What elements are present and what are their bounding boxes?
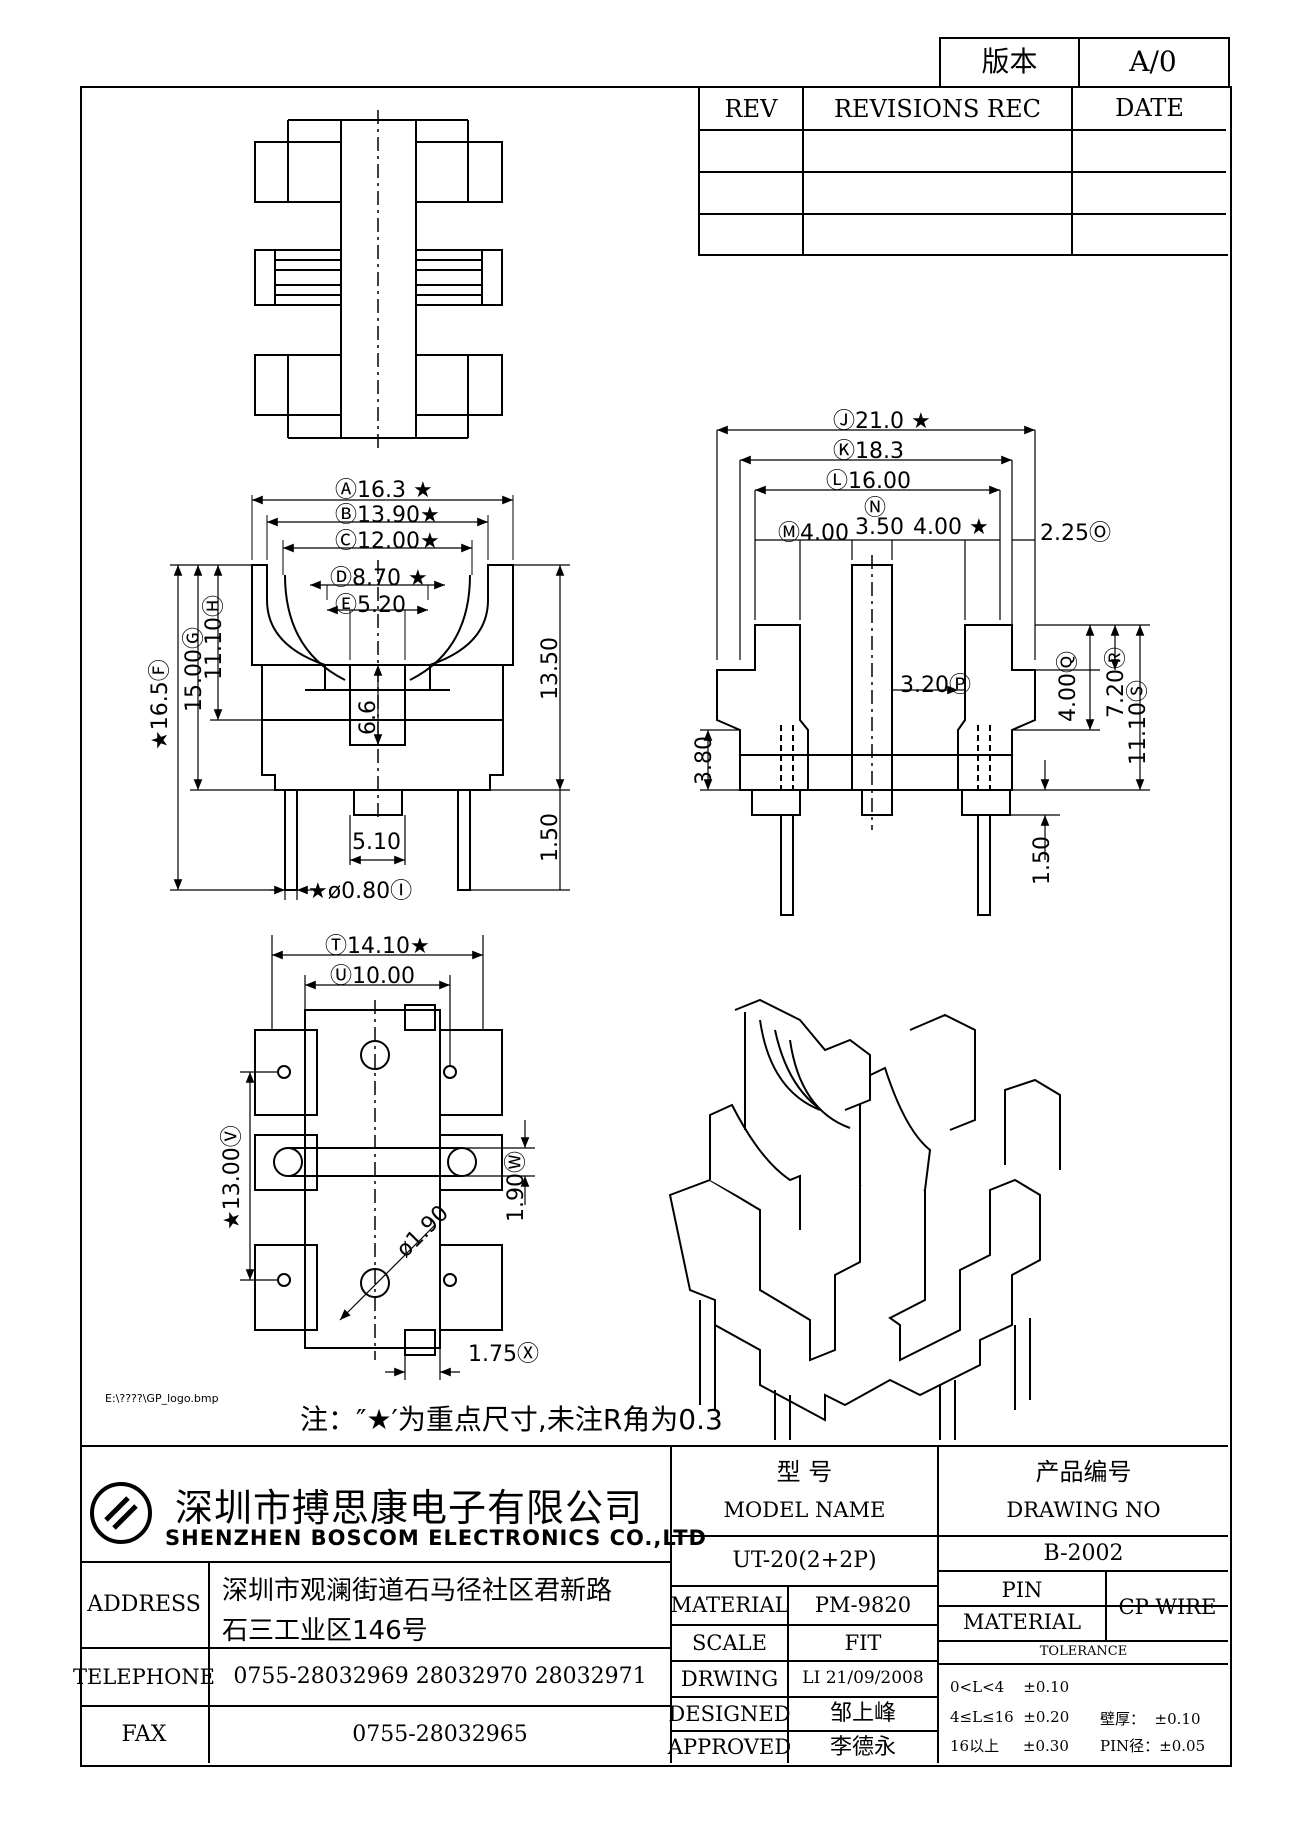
dim-pin-length: 1.50	[538, 813, 563, 862]
version-box	[939, 37, 1230, 88]
fax-value: 0755-28032965	[352, 1722, 528, 1748]
company-logo	[88, 1480, 154, 1546]
drawing-note: 注：″★′为重点尺寸,未注R角为0.3	[300, 1403, 723, 1436]
tolerance-wall: 壁厚： ±0.10	[1100, 1710, 1201, 1728]
revisions-rec-header: REVISIONS REC	[833, 94, 1042, 123]
tolerance-label: TOLERANCE	[1039, 1644, 1128, 1660]
pin-material-label-1: PIN	[1001, 1577, 1043, 1602]
pin-material-label-2: MATERIAL	[962, 1609, 1082, 1634]
dim-h: 11.10Ⓗ	[202, 595, 227, 680]
bottom-view	[254, 1000, 503, 1360]
approved-value: 李德永	[829, 1734, 896, 1760]
company-name-en: SHENZHEN BOSCOM ELECTRONICS CO.,LTD	[165, 1526, 707, 1550]
fax-label: FAX	[121, 1722, 167, 1748]
scale-value: FIT	[844, 1630, 882, 1655]
version-value: A/0	[1129, 44, 1177, 78]
dim-x: 1.75Ⓧ	[468, 1342, 539, 1367]
isometric-view	[668, 998, 1061, 1440]
drawing-no-label-en: DRAWING NO	[1006, 1497, 1161, 1522]
dim-slot-depth: 6.6	[356, 700, 381, 735]
telephone-value: 0755-28032969 28032970 28032971	[233, 1664, 647, 1690]
dim-b: Ⓑ13.90★	[335, 503, 440, 528]
side-view	[716, 555, 1036, 916]
tolerance-1: 0<L<4 ±0.10	[950, 1678, 1070, 1696]
dim-height-right: 13.50	[538, 637, 563, 700]
approved-label: APPROVED	[667, 1735, 792, 1760]
drawing-no-value: B-2002	[1043, 1540, 1124, 1566]
dim-p: 3.20Ⓟ	[900, 673, 971, 698]
dim-c: Ⓒ12.00★	[335, 529, 440, 554]
drawing-no-label-cn: 产品编号	[1035, 1458, 1132, 1487]
dim-k: Ⓚ18.3	[833, 439, 904, 464]
drawing-border	[80, 86, 1232, 1767]
dim-n-marker: Ⓝ	[864, 496, 887, 521]
address-line-2: 石三工业区146号	[222, 1616, 428, 1646]
model-value: UT-20(2+2P)	[732, 1548, 877, 1574]
drwing-value: LI 21/09/2008	[802, 1668, 924, 1689]
logo-file-path: E:\????\GP_logo.bmp	[105, 1392, 219, 1405]
tolerance-3: 16以上 ±0.30	[950, 1737, 1069, 1755]
pin-material-value: CP WIRE	[1118, 1594, 1217, 1619]
dim-e: Ⓔ5.20	[335, 593, 406, 618]
dim-a: Ⓐ16.3 ★	[335, 478, 433, 503]
dim-i: ★ø0.80Ⓘ	[308, 879, 413, 904]
tolerance-2: 4≤L≤16 ±0.20	[950, 1708, 1070, 1726]
address-label: ADDRESS	[87, 1592, 201, 1618]
front-view-dimensions	[170, 495, 570, 900]
dim-v: ★13.00Ⓥ	[220, 1125, 245, 1230]
model-label-cn: 型 号	[776, 1458, 833, 1487]
dim-s: 11.10Ⓢ	[1126, 680, 1151, 765]
side-view-dimensions	[700, 425, 1150, 860]
dim-u: Ⓤ10.00	[330, 964, 415, 989]
dim-l: Ⓛ16.00	[826, 469, 911, 494]
front-view	[251, 495, 514, 891]
top-view	[254, 110, 503, 450]
date-header: DATE	[1115, 93, 1184, 122]
version-label: 版本	[981, 44, 1038, 78]
scale-label: SCALE	[692, 1630, 767, 1655]
dim-base-height: 3.80	[692, 736, 717, 785]
model-label-en: MODEL NAME	[723, 1497, 886, 1522]
dim-d: Ⓓ8.70 ★	[330, 566, 428, 591]
dim-m2: 4.00 ★	[913, 515, 989, 540]
dim-o: 2.25Ⓞ	[1040, 521, 1111, 546]
dim-m: Ⓜ4.00	[778, 521, 849, 546]
drwing-label: DRWING	[680, 1666, 779, 1691]
telephone-label: TELEPHONE	[73, 1664, 215, 1689]
dim-j: Ⓙ21.0 ★	[833, 409, 931, 434]
bottom-view-dimensions	[240, 935, 535, 1380]
rev-header: REV	[724, 94, 778, 123]
material-value: PM-9820	[814, 1593, 912, 1618]
dim-f: ★16.5Ⓕ	[148, 659, 173, 750]
address-line-1: 深圳市观澜街道石马径社区君新路	[222, 1576, 613, 1606]
dim-t: Ⓣ14.10★	[325, 934, 430, 959]
tolerance-pin: PIN径：±0.05	[1100, 1737, 1206, 1755]
designed-label: DESIGNED	[668, 1701, 791, 1726]
designed-value: 邹上峰	[829, 1701, 896, 1727]
company-name-cn: 深圳市搏思康电子有限公司	[175, 1486, 644, 1530]
dim-q: 4.00Ⓠ	[1056, 651, 1081, 722]
dim-w: 1.90Ⓦ	[504, 1151, 529, 1222]
technical-drawing	[170, 110, 1150, 1440]
material-label: MATERIAL	[670, 1593, 789, 1618]
dim-side-pin-length: 1.50	[1030, 836, 1055, 885]
dim-n: 3.50	[855, 515, 904, 540]
dim-pin-pitch: 5.10	[352, 830, 401, 855]
